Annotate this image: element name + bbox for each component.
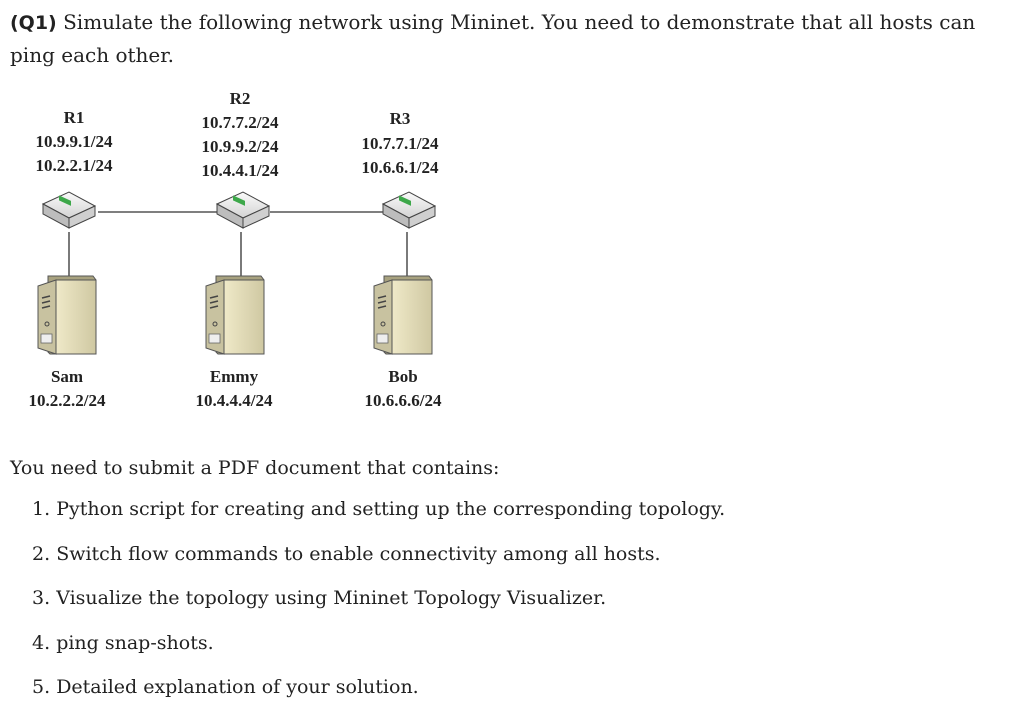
- list-item-text: Python script for creating and setting u…: [56, 498, 726, 520]
- router-r2-ip: 10.4.4.1/24: [201, 161, 279, 180]
- host-emmy-name: Emmy: [209, 367, 259, 386]
- list-item: 2. Switch flow commands to enable connec…: [32, 540, 725, 585]
- requirements-list: 1. Python script for creating and settin…: [32, 495, 725, 718]
- router-r3-name: R3: [389, 109, 411, 128]
- host-bob-ip: 10.6.6.6/24: [364, 391, 442, 410]
- list-item: 4. ping snap-shots.: [32, 629, 725, 674]
- host-emmy-ip: 10.4.4.4/24: [195, 391, 273, 410]
- question-number: (Q1): [10, 12, 57, 34]
- router-r1-ips: 10.9.9.1/24 10.2.2.1/24: [36, 130, 113, 178]
- router-r1-ip: 10.9.9.1/24: [35, 132, 113, 151]
- host-sam-name: Sam: [50, 367, 84, 386]
- server-bob-icon: [373, 275, 433, 355]
- list-item-text: Detailed explanation of your solution.: [56, 676, 419, 698]
- router-r3-ips: 10.7.7.1/24 10.6.6.1/24: [362, 132, 439, 180]
- list-item-text: ping snap-shots.: [56, 631, 214, 654]
- list-item-number: 5.: [32, 676, 51, 698]
- router-r3-ip: 10.6.6.1/24: [361, 158, 439, 177]
- router-r2-ips: 10.7.7.2/24 10.9.9.2/24 10.4.4.1/24: [202, 111, 279, 183]
- router-r2-name: R2: [229, 89, 251, 108]
- server-sam-icon: [37, 275, 97, 355]
- list-item-number: 3.: [32, 587, 51, 609]
- router-r3-icon: [381, 191, 437, 229]
- list-item: 3. Visualize the topology using Mininet …: [32, 584, 725, 629]
- router-r1-ip: 10.2.2.1/24: [35, 156, 113, 175]
- router-r1-icon: [41, 191, 97, 229]
- host-bob-name: Bob: [388, 367, 418, 386]
- router-r2-icon: [215, 191, 271, 229]
- router-r2-ip: 10.9.9.2/24: [201, 137, 279, 156]
- list-item-number: 4.: [32, 631, 51, 654]
- router-r1-name: R1: [63, 108, 85, 127]
- list-item-text: Visualize the topology using Mininet Top…: [56, 587, 607, 609]
- router-r3-ip: 10.7.7.1/24: [361, 134, 439, 153]
- list-item-text: Switch flow commands to enable connectiv…: [56, 542, 661, 565]
- router-r2-ip: 10.7.7.2/24: [201, 113, 279, 132]
- list-item: 5. Detailed explanation of your solution…: [32, 673, 725, 718]
- list-item-number: 1.: [32, 498, 51, 520]
- list-item-number: 2.: [32, 542, 51, 565]
- host-sam-ip: 10.2.2.2/24: [28, 391, 106, 410]
- server-emmy-icon: [205, 275, 265, 355]
- network-diagram: R1 10.9.9.1/24 10.2.2.1/24 R2 10.7.7.2/2…: [0, 80, 480, 430]
- question-body: Simulate the following network using Min…: [10, 10, 976, 67]
- list-item: 1. Python script for creating and settin…: [32, 495, 725, 540]
- topology-graphic: [37, 191, 437, 355]
- submission-intro: You need to submit a PDF document that c…: [10, 457, 500, 479]
- question-text: (Q1) Simulate the following network usin…: [10, 6, 1010, 71]
